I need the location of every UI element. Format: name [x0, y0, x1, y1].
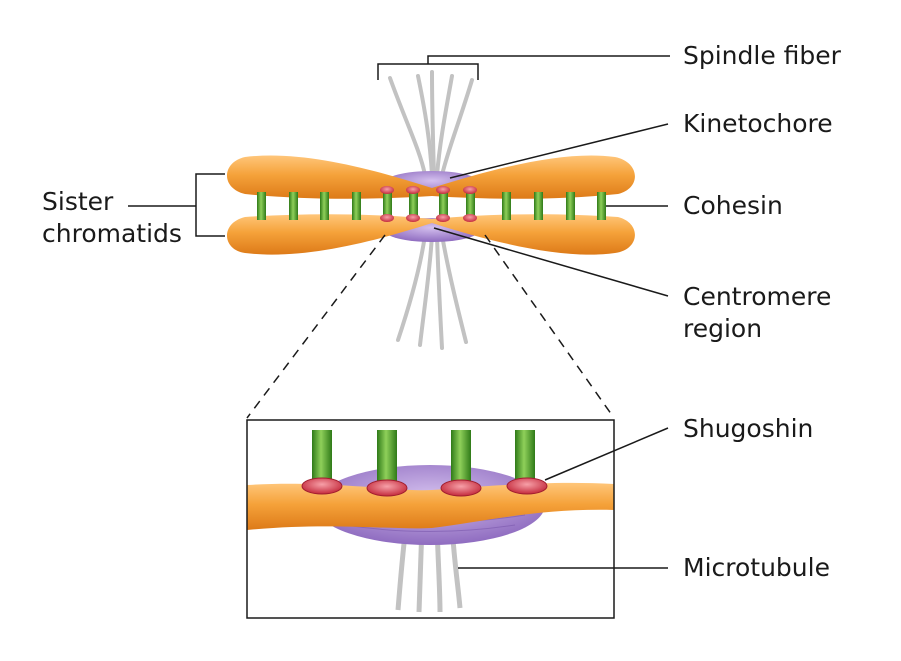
- label-sister-line1: Sister: [42, 187, 114, 216]
- zoom-lines: [246, 234, 615, 419]
- label-kinetochore: Kinetochore: [683, 109, 833, 138]
- label-microtubule: Microtubule: [683, 553, 830, 582]
- label-spindle-fiber: Spindle fiber: [683, 41, 842, 70]
- zoom-box-frame: [246, 419, 615, 619]
- chromatid-upper: [226, 155, 635, 199]
- chromatid-zoom: [247, 482, 614, 530]
- label-centromere-line2: region: [683, 314, 762, 343]
- label-centromere-line1: Centromere: [683, 282, 831, 311]
- cohesin-rungs: [257, 192, 606, 220]
- chromatid-lower: [226, 214, 635, 255]
- label-shugoshin: Shugoshin: [683, 414, 813, 443]
- zoom-inset: [247, 430, 614, 613]
- leader-lines: [128, 55, 670, 569]
- label-cohesin: Cohesin: [683, 191, 783, 220]
- spindle-fibers-lower: [396, 233, 468, 350]
- shugoshin-dots: [380, 186, 477, 222]
- spindle-fibers-upper: [388, 70, 474, 177]
- label-sister-line2: chromatids: [42, 219, 182, 248]
